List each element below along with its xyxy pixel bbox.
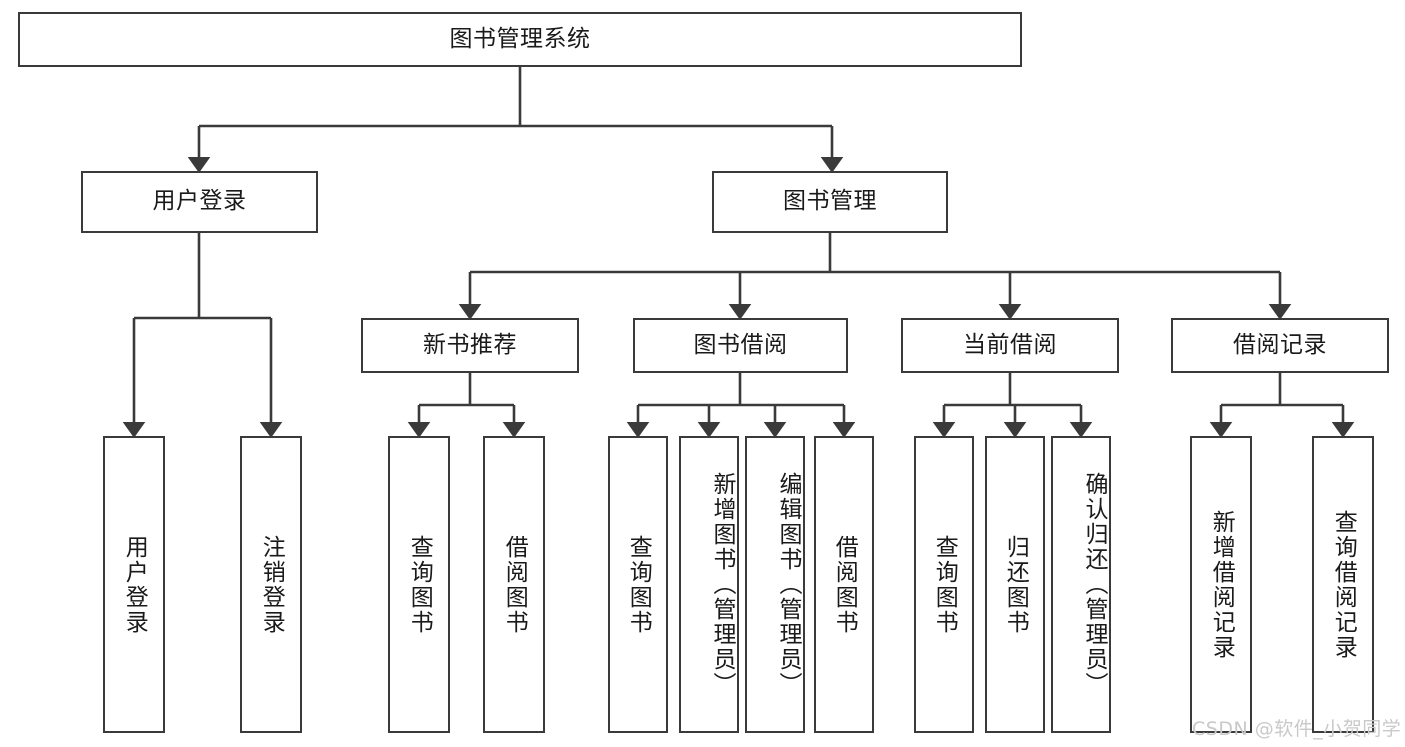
node-borrow-records[interactable]: 借阅记录 — [1171, 318, 1389, 373]
leaf-query-borrow-record[interactable]: 查询借阅记录 — [1312, 436, 1374, 733]
leaf-add-book-admin[interactable]: 新增图书（管理员） — [679, 436, 739, 733]
leaf-query-book-newbook[interactable]: 查询图书 — [388, 436, 450, 733]
leaf-confirm-return-admin[interactable]: 确认归还（管理员） — [1051, 436, 1111, 733]
node-root[interactable]: 图书管理系统 — [18, 12, 1022, 67]
node-book-management[interactable]: 图书管理 — [712, 171, 948, 233]
leaf-borrow-book[interactable]: 借阅图书 — [814, 436, 874, 733]
csdn-watermark: CSDN @软件_小贺同学 — [1192, 718, 1402, 740]
node-new-book-recommend[interactable]: 新书推荐 — [361, 318, 579, 373]
leaf-query-book-current[interactable]: 查询图书 — [914, 436, 974, 733]
leaf-add-borrow-record[interactable]: 新增借阅记录 — [1190, 436, 1252, 733]
node-current-borrow[interactable]: 当前借阅 — [901, 318, 1119, 373]
leaf-borrow-book-newbook[interactable]: 借阅图书 — [483, 436, 545, 733]
node-book-borrow[interactable]: 图书借阅 — [633, 318, 848, 373]
leaf-logout-login[interactable]: 注销登录 — [240, 436, 302, 733]
leaf-return-book[interactable]: 归还图书 — [985, 436, 1045, 733]
leaf-query-book-borrow[interactable]: 查询图书 — [608, 436, 668, 733]
node-user-login[interactable]: 用户登录 — [81, 171, 318, 233]
leaf-user-login[interactable]: 用户登录 — [103, 436, 165, 733]
leaf-edit-book-admin[interactable]: 编辑图书（管理员） — [745, 436, 805, 733]
